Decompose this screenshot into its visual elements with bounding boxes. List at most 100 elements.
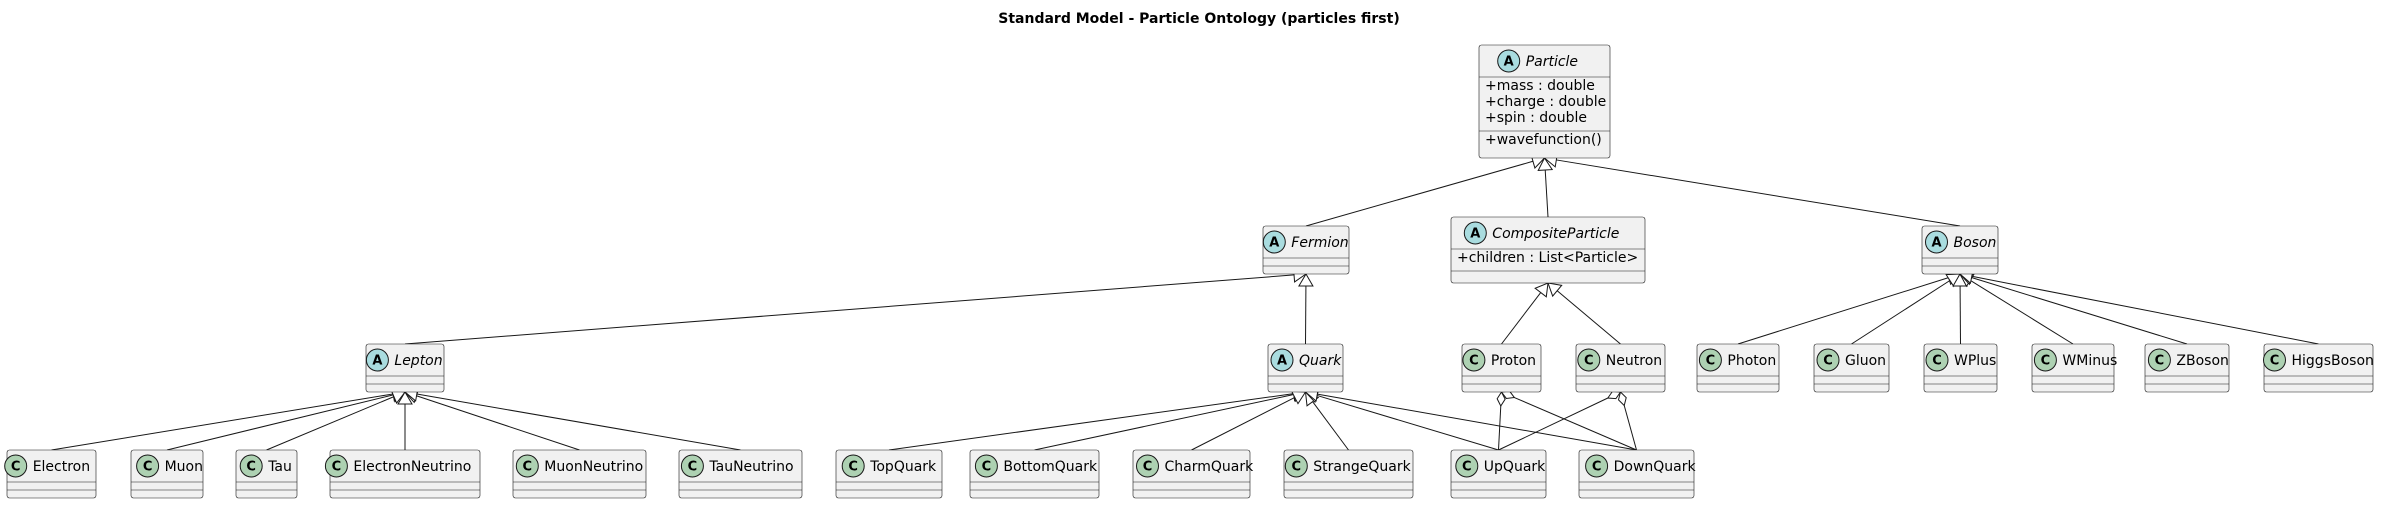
inheritance-neutron-to-composite-particle: [1547, 282, 1621, 345]
class-icon: C: [136, 454, 160, 478]
class-muon: C Muon: [130, 449, 204, 499]
class-name: WPlus: [1954, 353, 1996, 369]
class-icon-letter: C: [2270, 354, 2280, 369]
class-field: +charge : double: [1485, 94, 1606, 110]
class-field: +spin : double: [1485, 110, 1587, 126]
class-icon-letter: C: [2155, 354, 2165, 369]
class-icon: C: [2263, 348, 2286, 372]
abstract-class-name: Quark: [1299, 353, 1342, 369]
class-icon-letter: A: [1269, 236, 1279, 251]
class-box: [1578, 449, 1695, 499]
class-name: CharmQuark: [1165, 459, 1255, 475]
class-fermion: A Fermion: [1262, 225, 1350, 275]
class-name: DownQuark: [1614, 459, 1697, 475]
inheritance-up-quark-to-quark: [1304, 388, 1499, 451]
aggregation-proton-down-quark: [1500, 390, 1637, 451]
class-icon: C: [1816, 348, 1840, 372]
class-icon-letter: A: [372, 354, 382, 369]
inheritance-zboson-to-boson: [1959, 270, 2188, 345]
abstract-class-name: CompositeParticle: [1492, 226, 1619, 242]
inheritance-muon-to-lepton: [166, 387, 406, 451]
class-box: [1132, 449, 1251, 499]
relations-layer: [51, 152, 2319, 451]
class-icon-letter: C: [1462, 460, 1472, 475]
class-bottom-quark: C BottomQuark: [969, 449, 1100, 499]
class-icon-letter: C: [1932, 354, 1942, 369]
class-name: UpQuark: [1484, 459, 1546, 475]
class-icon-letter: C: [2041, 354, 2051, 369]
class-gluon: C Gluon: [1813, 343, 1890, 393]
class-name: HiggsBoson: [2292, 353, 2374, 369]
class-name: Electron: [33, 459, 90, 475]
inheritance-top-quark-to-quark: [888, 385, 1307, 451]
class-box: [678, 449, 803, 499]
inheritance-tau-to-lepton: [266, 389, 406, 451]
class-field: +mass : double: [1485, 78, 1595, 94]
inheritance-higgs-boson-to-boson: [1959, 268, 2319, 345]
class-box: [969, 449, 1100, 499]
class-name: BottomQuark: [1003, 459, 1098, 475]
class-icon: C: [1136, 454, 1159, 478]
class-icon-letter: C: [246, 460, 256, 475]
inheritance-muon-neutrino-to-lepton: [404, 388, 580, 451]
class-icon-letter: C: [982, 460, 992, 475]
class-box: [1283, 449, 1414, 499]
class-name: Gluon: [1845, 353, 1886, 369]
class-icon-letter: C: [1292, 460, 1302, 475]
class-icon-letter: C: [1706, 354, 1716, 369]
class-up-quark: C UpQuark: [1450, 449, 1547, 499]
class-name: StrangeQuark: [1313, 459, 1411, 475]
class-icon-letter: C: [688, 460, 698, 475]
class-icon-letter: C: [1469, 354, 1479, 369]
abstract-class-icon: A: [365, 348, 389, 372]
class-electron-neutrino: C ElectronNeutrino: [324, 449, 481, 499]
class-photon: C Photon: [1696, 343, 1780, 393]
class-icon: C: [4, 454, 28, 478]
class-icon-letter: C: [332, 460, 342, 475]
inheritance-photon-to-boson: [1737, 270, 1961, 345]
aggregation-neutron-up-quark: [1498, 390, 1622, 451]
class-name: Tau: [267, 459, 292, 475]
class-icon-letter: C: [523, 460, 533, 475]
inheritance-electron-neutrino-to-lepton: [397, 391, 413, 450]
inheritance-composite-particle-to-particle: [1537, 157, 1554, 218]
class-icon: C: [239, 454, 263, 478]
class-name: Photon: [1727, 353, 1776, 369]
inheritance-lepton-to-fermion: [404, 267, 1307, 345]
aggregation-proton-up-quark: [1496, 390, 1506, 451]
inheritance-wminus-to-boson: [1959, 273, 2074, 345]
class-wplus: C WPlus: [1923, 343, 1998, 393]
class-icon-letter: C: [848, 460, 858, 475]
abstract-class-icon: A: [1925, 230, 1948, 254]
abstract-class-name: Fermion: [1291, 235, 1348, 251]
class-name: Proton: [1491, 353, 1536, 369]
class-icon-letter: A: [1504, 55, 1514, 70]
class-tau: C Tau: [235, 449, 298, 499]
class-icon: C: [1455, 454, 1479, 478]
class-icon-letter: C: [143, 460, 153, 475]
class-icon-letter: A: [1931, 236, 1941, 251]
class-icon: C: [841, 454, 865, 478]
inheritance-electron-to-lepton: [51, 386, 406, 451]
class-icon: C: [1462, 348, 1486, 372]
diagram-title: Standard Model - Particle Ontology (part…: [998, 11, 1399, 27]
class-name: ElectronNeutrino: [353, 459, 471, 475]
inheritance-wplus-to-boson: [1952, 273, 1968, 345]
class-icon: C: [1698, 348, 1722, 372]
abstract-class-icon: A: [1262, 230, 1286, 254]
class-name: Muon: [165, 459, 203, 475]
class-electron: C Electron: [4, 449, 97, 499]
class-icon-letter: C: [11, 460, 21, 475]
class-icon-letter: C: [1143, 460, 1153, 475]
